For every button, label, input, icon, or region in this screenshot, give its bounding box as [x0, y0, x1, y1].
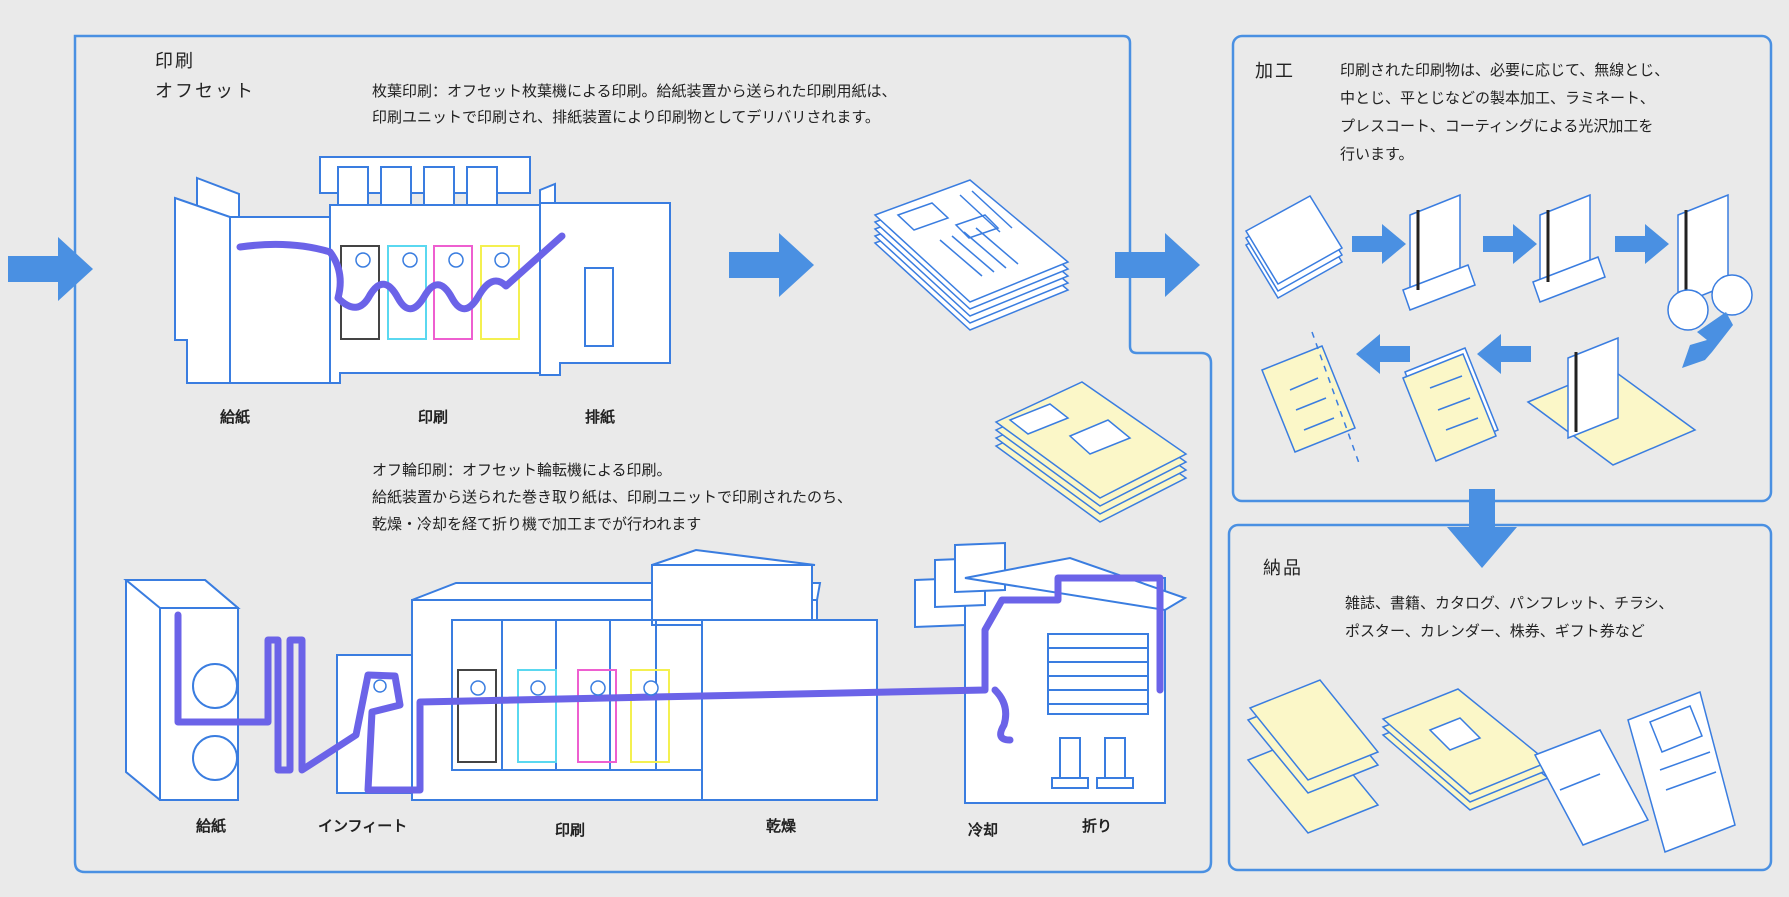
processing-description-line-4: 行います。: [1340, 145, 1414, 163]
folded-products-illustration: [994, 381, 1188, 523]
webpress-ink-units: [457, 669, 670, 763]
sheetfed-description-line-2: 印刷ユニットで印刷され、排紙装置により印刷物としてデリバリされます。: [372, 108, 880, 126]
delivery-description-line-2: ポスター、カレンダー、株券、ギフト券など: [1345, 622, 1645, 640]
processing-heading: 加工: [1255, 61, 1295, 82]
sheetfed-description-line-1: 枚葉印刷：オフセット枚葉機による印刷。給紙装置から送られた印刷用紙は、: [372, 82, 897, 100]
delivery-heading: 納品: [1263, 558, 1303, 579]
binding-step-6: [1402, 347, 1499, 462]
down-arrow: [1447, 489, 1517, 568]
webpress-label-print: 印刷: [555, 821, 586, 839]
webpress-label-dry: 乾燥: [766, 817, 797, 835]
flow-arrow-2: [1115, 233, 1200, 297]
flow-arrow-1: [729, 233, 814, 297]
processing-description-line-3: プレスコート、コーティングによる光沢加工を: [1340, 117, 1654, 135]
delivery-frame: [1227, 523, 1773, 872]
binding-arrow-3: [1615, 224, 1669, 264]
processing-frame: [1231, 34, 1773, 503]
processing-description-line-1: 印刷された印刷物は、必要に応じて、無線とじ、: [1340, 61, 1670, 79]
sheetfed-label-print: 印刷: [418, 408, 449, 426]
webpress-description-line-2: 給紙装置から送られた巻き取り紙は、印刷ユニットで印刷されたのち、: [372, 488, 853, 506]
binding-arrow-4: [1682, 312, 1733, 368]
webpress-label-infeed: インフィート: [318, 817, 408, 835]
sheetfed-press-illustration: [174, 156, 671, 384]
webpress-paper-path: [174, 574, 1164, 794]
binding-arrow-6: [1356, 334, 1410, 374]
binding-step-stack: [1244, 195, 1344, 300]
webpress-description-line-1: オフ輪印刷：オフセット輪転機による印刷。: [372, 461, 672, 479]
binding-arrow-5: [1477, 334, 1531, 374]
binding-step-5: [1526, 336, 1697, 466]
printed-sheets-stack: [873, 179, 1070, 331]
delivery-products-illustration: [1246, 679, 1736, 853]
sheetfed-label-feed: 給紙: [220, 408, 251, 426]
binding-step-2: [1402, 193, 1476, 311]
input-arrow: [8, 237, 93, 301]
printing-frame: [73, 34, 1213, 874]
webpress-label-cool: 冷却: [968, 821, 999, 839]
printing-subheading: オフセット: [155, 81, 255, 102]
binding-step-3: [1532, 193, 1606, 303]
delivery-description-line-1: 雑誌、書籍、カタログ、パンフレット、チラシ、: [1345, 594, 1674, 612]
binding-arrow-2: [1483, 224, 1537, 264]
webpress-illustration: [123, 541, 1188, 804]
binding-arrow-1: [1352, 224, 1406, 264]
printing-heading: 印刷: [155, 51, 195, 72]
webpress-cylinders: [373, 679, 659, 696]
webpress-description-line-3: 乾燥・冷却を経て折り機で加工までが行われます: [372, 515, 702, 533]
processing-description-line-2: 中とじ、平とじなどの製本加工、ラミネート、: [1340, 89, 1655, 107]
sheetfed-cylinders: [355, 252, 510, 268]
sheetfed-paper-path: [236, 232, 566, 313]
sheetfed-label-delivery: 排紙: [585, 408, 616, 426]
webpress-label-fold: 折り: [1082, 817, 1113, 835]
binding-step-4: [1667, 193, 1753, 331]
binding-step-7: [1261, 331, 1361, 467]
webpress-label-feed: 給紙: [196, 817, 227, 835]
